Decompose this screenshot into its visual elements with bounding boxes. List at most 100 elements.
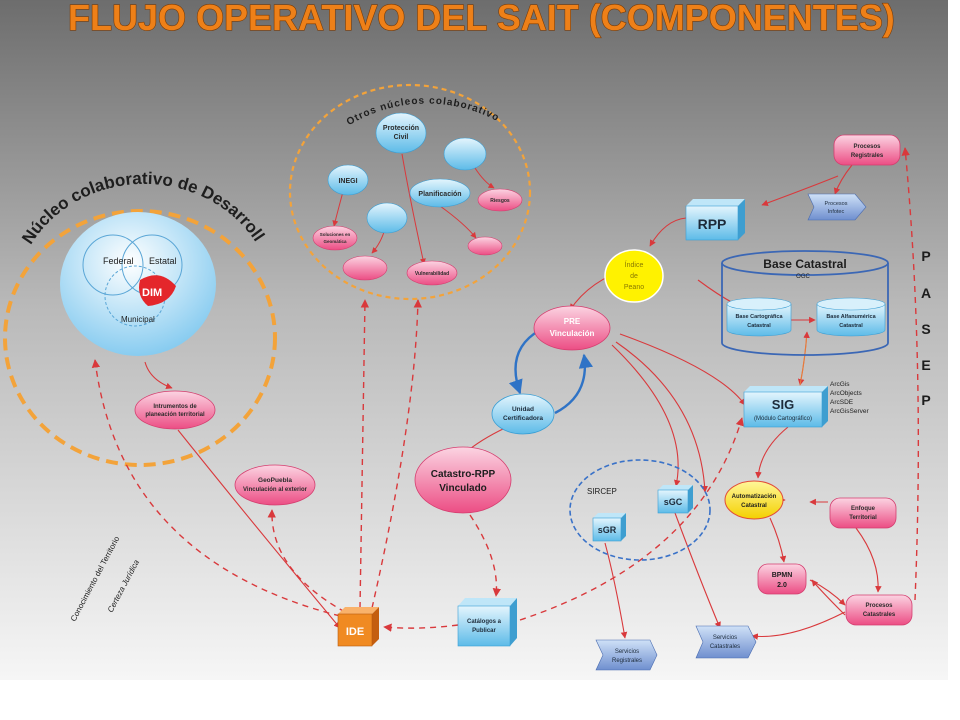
blank-cyan-node-2[interactable] xyxy=(366,202,408,234)
catastro-rpp-label: Catastro-RPP xyxy=(431,469,496,480)
sgc-node[interactable]: sGC xyxy=(657,485,693,514)
proteccion-civil-node[interactable]: Protección Civil xyxy=(375,112,427,154)
pasep-letter: S xyxy=(921,321,930,337)
geopuebla-label: GeoPuebla xyxy=(258,477,292,484)
unidad-certificadora-node[interactable]: Unidad Certificadora xyxy=(491,393,555,435)
sircep-label: SIRCEP xyxy=(587,487,617,496)
procesos-registrales-label: Procesos xyxy=(853,144,881,150)
catalogos-node[interactable]: Catálogos a Publicar xyxy=(457,598,517,647)
riesgos-label: Riesgos xyxy=(490,198,510,204)
indice-peano-label-3: Peano xyxy=(624,284,644,291)
instrumentos-label: Intrumentos de xyxy=(153,404,197,410)
enfoque-label: Enfoque xyxy=(851,506,876,512)
procesos-catastrales-label: Procesos xyxy=(865,603,893,609)
soluciones-node[interactable]: Soluciones en Geomática xyxy=(312,225,358,251)
proteccion-civil-label-2: Civil xyxy=(394,134,409,141)
ide-node[interactable]: IDE xyxy=(337,607,379,647)
bpmn-node[interactable]: BPMN 2.0 xyxy=(757,563,807,595)
rpp-label: RPP xyxy=(698,216,727,232)
servicios-registrales-node[interactable]: Servicios Registrales xyxy=(595,639,658,671)
territorial-label: Territorial xyxy=(849,515,877,521)
blank-pink-node-2[interactable] xyxy=(342,255,388,281)
procesos-registrales-node[interactable]: Procesos Registrales xyxy=(833,134,901,166)
vinculado-label: Vinculado xyxy=(439,483,487,494)
soluciones-label: Soluciones en xyxy=(320,232,351,237)
municipal-label: Municipal xyxy=(121,315,155,324)
sgc-label: sGC xyxy=(664,497,683,507)
indice-peano-node[interactable]: Índice de Peano xyxy=(604,249,664,303)
base-cartografica-label-2: Catastral xyxy=(747,323,771,329)
nucleo-urbano-boundary xyxy=(3,209,277,467)
sig-label: SIG xyxy=(772,397,794,412)
base-cartografica-label: Base Cartográfica xyxy=(735,314,783,320)
pre-unidad-blue-arrows xyxy=(508,328,594,415)
geopuebla-node[interactable]: GeoPuebla Vinculación al exterior xyxy=(234,464,316,506)
instrumentos-node[interactable]: Intrumentos de planeación territorial xyxy=(134,390,216,430)
planificacion-node[interactable]: Planificación xyxy=(409,178,471,208)
procesos-registrales-label-2: Registrales xyxy=(851,153,884,159)
inegi-node[interactable]: INEGI xyxy=(327,164,369,196)
proteccion-civil-label: Protección xyxy=(383,125,419,132)
vulnerabilidad-node[interactable]: Vulnerabilidad xyxy=(406,260,458,286)
pre-label: PRE xyxy=(564,317,581,326)
base-cartografica-node[interactable]: Base Cartográfica Catastral xyxy=(726,297,792,337)
indice-peano-label-2: de xyxy=(630,273,638,280)
pasep-letter: E xyxy=(921,357,930,373)
blank-pink-node-1[interactable] xyxy=(467,236,503,256)
base-alfanumerica-label-2: Catastral xyxy=(839,323,863,329)
enfoque-territorial-node[interactable]: Enfoque Territorial xyxy=(829,497,897,529)
catalogos-label: Catálogos a xyxy=(467,619,502,625)
procesos-infotec-label: Procesos xyxy=(825,201,848,207)
ide-label: IDE xyxy=(346,626,364,638)
bottom-margin xyxy=(0,680,960,720)
pasep-letter: P xyxy=(921,248,930,264)
bpmn-version-label: 2.0 xyxy=(777,582,787,589)
dashed-connectors xyxy=(91,147,920,632)
federal-circle xyxy=(82,234,144,296)
catastral-label: Catastral xyxy=(741,503,767,509)
planificacion-label: Planificación xyxy=(418,191,461,198)
rpp-node[interactable]: RPP xyxy=(685,199,745,241)
sircep-boundary xyxy=(569,459,711,561)
arcgis-item: ArcGis xyxy=(830,381,850,388)
nucleo-urbano-circle xyxy=(60,212,216,356)
federal-label: Federal xyxy=(103,256,134,266)
soluciones-label-2: Geomática xyxy=(323,239,347,244)
pre-vinculacion-node[interactable]: PRE Vinculación xyxy=(533,305,611,351)
sgr-node[interactable]: sGR xyxy=(592,513,626,542)
procesos-infotec-node[interactable]: Procesos Infotec xyxy=(807,193,867,221)
arcgis-list: ArcGis ArcObjects ArcSDE ArcGisServer xyxy=(830,381,869,415)
otros-nucleos-boundary xyxy=(288,83,532,301)
arcgisserver-item: ArcGisServer xyxy=(830,408,869,415)
arcsde-item: ArcSDE xyxy=(830,399,854,406)
automatizacion-node[interactable]: Automatización Catastral xyxy=(724,480,784,520)
blank-cyan-node-1[interactable] xyxy=(443,137,487,171)
automatizacion-label: Automatización xyxy=(732,494,777,500)
base-alfanumerica-node[interactable]: Base Alfanumérica Catastral xyxy=(816,297,886,337)
riesgos-node[interactable]: Riesgos xyxy=(477,188,523,212)
dim-region xyxy=(139,275,176,306)
inegi-label: INEGI xyxy=(338,178,357,185)
base-catastral-cylinder[interactable]: Base Catastral OGC xyxy=(721,250,889,356)
vulnerabilidad-label: Vulnerabilidad xyxy=(415,271,449,277)
ogc-label: OGC xyxy=(796,274,810,280)
procesos-catastrales-node[interactable]: Procesos Catastrales xyxy=(845,594,913,626)
servicios-catastrales-label-2: Catastrales xyxy=(710,644,740,650)
estatal-label: Estatal xyxy=(149,256,177,266)
base-catastral-title: Base Catastral xyxy=(763,257,846,271)
indice-peano-label: Índice xyxy=(625,260,644,269)
dim-label: DIM xyxy=(142,287,162,299)
catastro-rpp-node[interactable]: Catastro-RPP Vinculado xyxy=(414,446,512,514)
sig-sublabel: (Módulo Cartográfico) xyxy=(754,416,812,422)
sgr-label: sGR xyxy=(598,525,617,535)
servicios-catastrales-node[interactable]: Servicios Catastrales xyxy=(695,625,757,659)
base-alfanumerica-label: Base Alfanumérica xyxy=(826,314,876,320)
vinculacion-label: Vinculación xyxy=(550,329,595,338)
servicios-registrales-label: Servicios xyxy=(615,649,639,655)
sig-node[interactable]: SIG (Módulo Cartográfico) xyxy=(743,386,828,428)
pasep-letter: A xyxy=(921,285,931,301)
procesos-catastrales-label-2: Catastrales xyxy=(863,612,896,618)
arcobjects-item: ArcObjects xyxy=(830,390,863,397)
unidad-label: Unidad xyxy=(512,406,534,413)
